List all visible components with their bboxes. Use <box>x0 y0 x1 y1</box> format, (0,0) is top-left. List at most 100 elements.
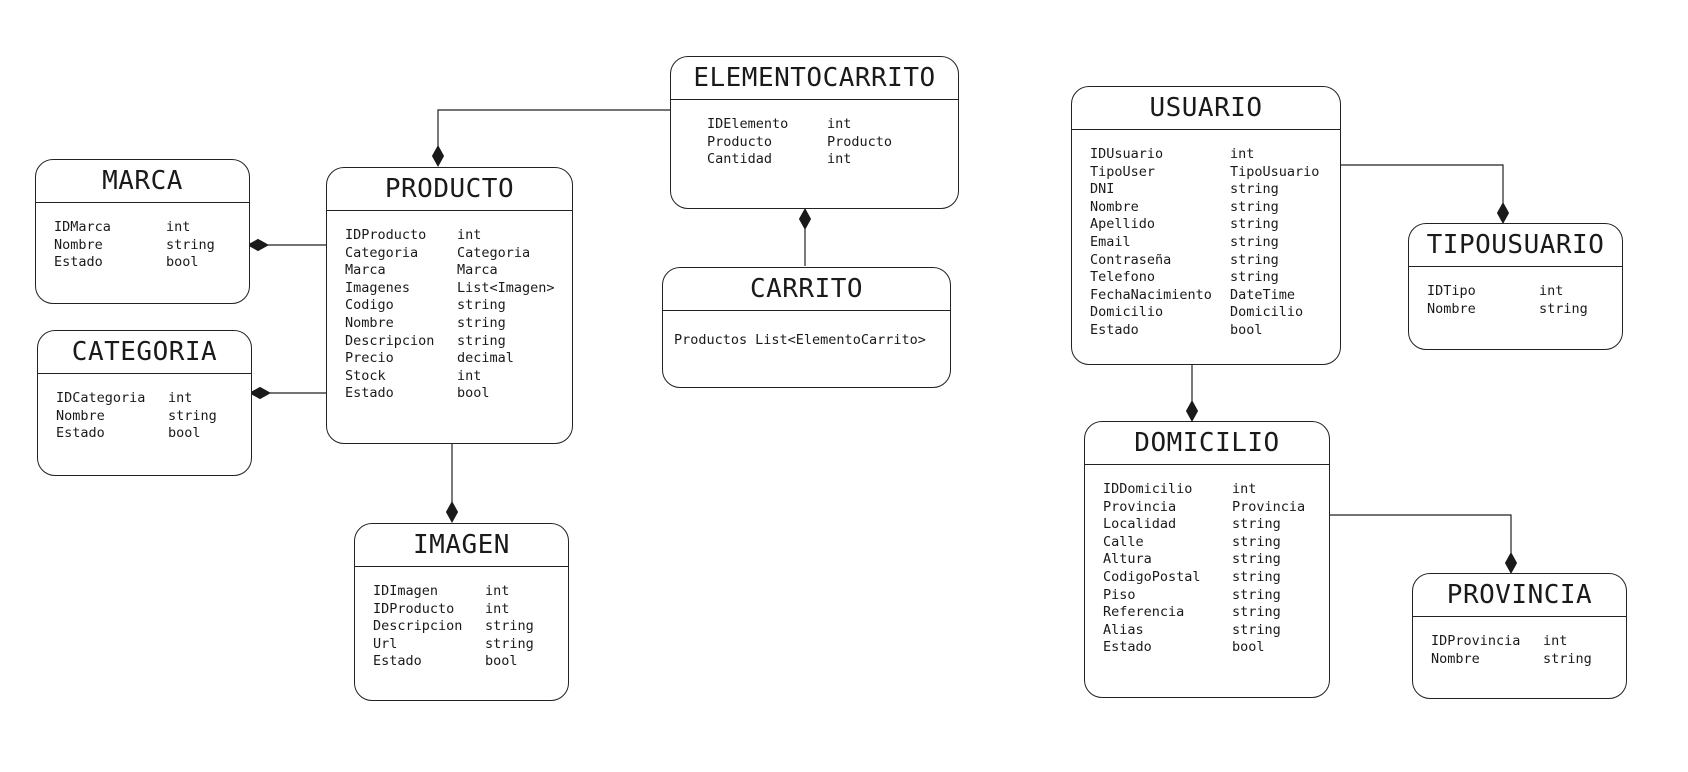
field-name: Nombre <box>345 314 394 331</box>
field-type: TipoUsuario <box>1230 163 1320 180</box>
diamond-marker-categoria <box>248 386 272 400</box>
field-type: bool <box>457 385 490 402</box>
diamond-marker-domicilio <box>1185 399 1199 423</box>
field-type: string <box>1230 198 1279 215</box>
field-type: int <box>827 151 852 168</box>
relation-elementocarrito-producto <box>437 109 670 146</box>
field-name: Apellido <box>1090 216 1156 233</box>
field-row: Provincia Provincia <box>1103 499 1329 517</box>
field-type: string <box>1230 269 1279 286</box>
entity-title: PRODUCTO <box>327 168 572 211</box>
field-type: List<Imagen> <box>457 279 555 296</box>
field-type: string <box>1232 621 1281 638</box>
field-name: Piso <box>1103 586 1136 603</box>
field-name: Cantidad <box>707 151 773 168</box>
field-name: IDProducto <box>345 227 427 243</box>
field-type: string <box>485 635 534 652</box>
field-name: Marca <box>345 262 386 279</box>
field-name: IDProvincia <box>1431 633 1521 649</box>
field-name: Estado <box>1103 639 1152 656</box>
field-name: IDCategoria <box>56 390 146 406</box>
entity-title: TIPOUSUARIO <box>1409 224 1622 267</box>
field-type: int <box>457 227 482 243</box>
field-name: FechaNacimiento <box>1090 286 1212 303</box>
field-type: string <box>1230 216 1279 233</box>
entity-title: DOMICILIO <box>1085 422 1329 465</box>
field-type: string <box>1230 233 1279 250</box>
field-name: Producto <box>707 133 773 150</box>
field-name: Calle <box>1103 533 1144 550</box>
field-row: Apellido string <box>1090 216 1340 234</box>
field-type: string <box>1232 568 1281 585</box>
field-name: IDMarca <box>54 219 111 235</box>
diamond-marker-elementocarrito <box>798 207 812 231</box>
relation-domicilio-provincia <box>1329 514 1512 553</box>
field-name: IDElemento <box>707 116 789 132</box>
field-name: IDProducto <box>373 600 455 617</box>
field-row: Cantidad int <box>707 151 958 169</box>
field-name: Provincia <box>1103 498 1177 515</box>
field-name: Localidad <box>1103 516 1177 533</box>
field-name: Altura <box>1103 551 1152 568</box>
field-name: IDUsuario <box>1090 146 1164 162</box>
field-name: Nombre <box>1090 198 1139 215</box>
field-name: Url <box>373 635 398 652</box>
field-name: Estado <box>345 385 394 402</box>
field-name: Nombre <box>54 236 103 253</box>
field-name: Stock <box>345 367 386 384</box>
field-type: string <box>1230 181 1279 198</box>
field-name: IDImagen <box>373 583 439 599</box>
field-type: string <box>1232 551 1281 568</box>
field-row: IDProducto int <box>345 227 572 245</box>
field-type: bool <box>1232 639 1265 656</box>
field-type: bool <box>166 254 199 271</box>
field-name: Contraseña <box>1090 251 1172 268</box>
field-type: string <box>457 297 506 314</box>
field-name: Estado <box>1090 321 1139 338</box>
field-type: int <box>457 367 482 384</box>
entity-title: PROVINCIA <box>1413 574 1626 617</box>
field-name: Nombre <box>56 407 105 424</box>
field-name: Imagenes <box>345 279 411 296</box>
field-type: List<ElementoCarrito> <box>755 332 926 348</box>
field-type: bool <box>1230 321 1263 338</box>
field-name: Descripcion <box>345 332 435 349</box>
field-type: Domicilio <box>1230 304 1304 321</box>
entity-title: IMAGEN <box>355 524 568 567</box>
field-type: Provincia <box>1232 498 1306 515</box>
